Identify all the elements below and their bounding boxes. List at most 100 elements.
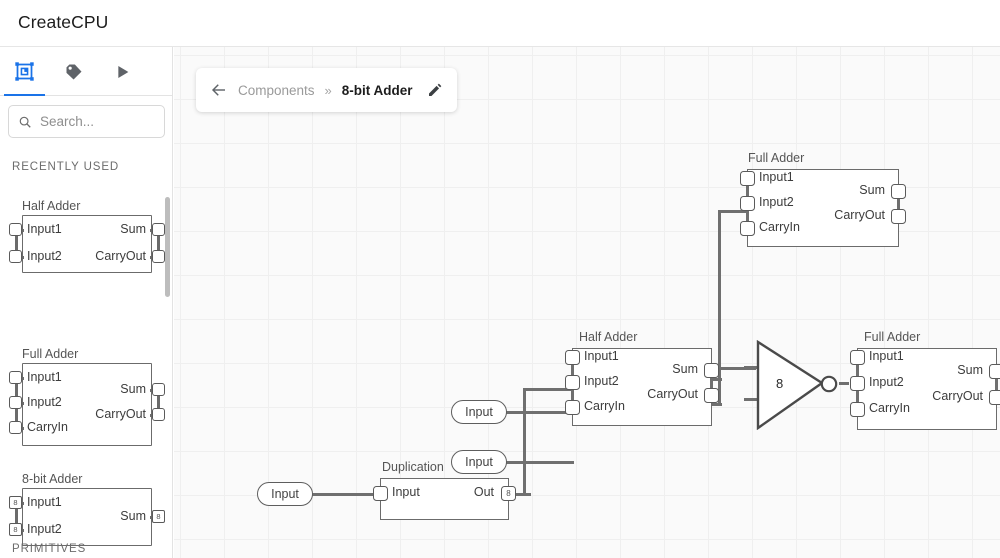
palette-item-title: Half Adder — [22, 199, 81, 213]
palette-pin-carryin[interactable] — [9, 421, 22, 434]
section-heading-recently-used: RECENTLY USED — [12, 161, 120, 173]
search-input[interactable] — [40, 114, 152, 129]
play-icon — [117, 65, 128, 78]
node-pin-label: Input2 — [869, 375, 904, 389]
wire-dup-out — [509, 493, 531, 496]
palette-box: Input1 Input2 Sum CarryOut — [9, 215, 165, 273]
node-title: Full Adder — [748, 151, 805, 165]
node-pin-label: Input2 — [759, 195, 794, 209]
rename-button[interactable] — [427, 82, 443, 98]
node-pin-input1[interactable] — [740, 171, 755, 186]
node-title: Half Adder — [579, 330, 638, 344]
palette-item-full-adder[interactable]: Full Adder Input1 Input2 CarryIn Sum Car… — [8, 347, 165, 446]
palette-pin-carryout[interactable] — [152, 408, 165, 421]
node-pin-label: Input1 — [759, 170, 794, 184]
wire-bus-to-fa-top — [718, 210, 746, 213]
wire-dup-to-input2 — [523, 388, 574, 391]
node-pin-carryin[interactable] — [565, 400, 580, 415]
palette-pin-carryout[interactable] — [152, 250, 165, 263]
pin-stub — [14, 503, 18, 530]
palette-pin-label: Input1 — [27, 495, 62, 509]
palette-pin-label: Sum — [120, 222, 146, 236]
section-heading-primitives: PRIMITIVES — [12, 543, 87, 555]
input-pill-3[interactable]: Input — [257, 482, 313, 506]
node-pin-carryin[interactable] — [740, 221, 755, 236]
node-title: Duplication — [382, 460, 444, 474]
palette-pin-input2[interactable]: 8 — [9, 523, 22, 536]
palette-pin-label: Input2 — [27, 249, 62, 263]
node-pin-label: Sum — [672, 362, 698, 376]
palette-pin-input1[interactable] — [9, 371, 22, 384]
buffer-triangle-icon — [756, 340, 825, 430]
pin-rail-right — [897, 191, 900, 216]
node-pin-label: Sum — [957, 363, 983, 377]
back-button[interactable] — [210, 81, 228, 99]
node-title: Full Adder — [864, 330, 921, 344]
node-box: Input1 Input2 CarryIn Sum CarryOut — [565, 348, 719, 426]
node-pin-carryout[interactable] — [891, 209, 906, 224]
pin-stub — [156, 230, 160, 257]
node-pin-input[interactable] — [373, 486, 388, 501]
palette-pin-input1[interactable] — [9, 223, 22, 236]
palette-pin-input2[interactable] — [9, 250, 22, 263]
breadcrumb-current: 8-bit Adder — [341, 82, 413, 98]
schematic-canvas[interactable]: Components » 8-bit Adder — [174, 47, 1000, 558]
palette-pin-label: CarryIn — [27, 420, 68, 434]
title-bar: CreateCPU — [0, 0, 1000, 47]
node-pin-label: Input1 — [584, 349, 619, 363]
node-pin-carryin[interactable] — [850, 402, 865, 417]
wire-pill3-dup — [308, 493, 380, 496]
buffer-output-stub — [839, 382, 849, 385]
input-pill-1[interactable]: Input — [451, 400, 507, 424]
palette-pin-sum[interactable] — [152, 383, 165, 396]
palette-pin-label: Sum — [120, 382, 146, 396]
palette-pin-label: Input2 — [27, 522, 62, 536]
wire-carryin — [501, 461, 574, 464]
palette-pin-label: Input1 — [27, 370, 62, 384]
palette-box: Input1 Input2 CarryIn Sum CarryOut — [9, 363, 165, 446]
tab-active-indicator — [4, 93, 45, 96]
palette-pin-input1[interactable]: 8 — [9, 496, 22, 509]
tab-components[interactable] — [0, 47, 49, 96]
wire-vertical-bus — [718, 210, 721, 406]
pin-stub — [156, 390, 160, 415]
node-pin-carryout[interactable] — [989, 390, 1000, 405]
palette-pin-sum[interactable]: 8 — [152, 510, 165, 523]
components-icon — [15, 62, 34, 81]
node-pin-input2[interactable] — [740, 196, 755, 211]
node-box: 8 Input Out — [373, 478, 516, 520]
app-title: CreateCPU — [18, 12, 109, 32]
node-pin-label: CarryIn — [869, 401, 910, 415]
sidebar-scrollbar[interactable] — [165, 197, 170, 297]
breadcrumb-root[interactable]: Components — [238, 82, 315, 98]
tab-run[interactable] — [98, 47, 147, 96]
palette-pin-sum[interactable] — [152, 223, 165, 236]
node-pin-sum[interactable] — [891, 184, 906, 199]
node-pin-label: CarryOut — [647, 387, 698, 401]
tab-labels[interactable] — [49, 47, 98, 96]
node-pin-out[interactable]: 8 — [501, 486, 516, 501]
buffer-input-stub-bottom — [744, 398, 758, 401]
palette-item-8bit-adder[interactable]: 8-bit Adder 8 8 8 Input1 Input2 Sum — [8, 472, 165, 546]
node-pin-sum[interactable] — [704, 363, 719, 378]
breadcrumb-separator: » — [324, 82, 332, 98]
node-pin-label: CarryIn — [759, 220, 800, 234]
node-pin-label: Sum — [859, 183, 885, 197]
node-pin-carryout[interactable] — [704, 388, 719, 403]
input-pill-2[interactable]: Input — [451, 450, 507, 474]
palette-box: 8 8 8 Input1 Input2 Sum — [9, 488, 165, 546]
node-pin-input2[interactable] — [850, 376, 865, 391]
sidebar: RECENTLY USED Half Adder Input1 Input2 S… — [0, 47, 173, 558]
node-pin-input1[interactable] — [565, 350, 580, 365]
buffer-output-bubble-icon[interactable] — [818, 373, 840, 395]
palette-item-half-adder[interactable]: Half Adder Input1 Input2 Sum CarryOut — [8, 199, 165, 273]
node-pin-input1[interactable] — [850, 350, 865, 365]
node-pin-sum[interactable] — [989, 364, 1000, 379]
pin-stub — [14, 230, 18, 257]
node-pin-label: CarryOut — [932, 389, 983, 403]
search-box[interactable] — [8, 105, 165, 138]
wire-dup-branch-v — [523, 389, 526, 496]
palette-pin-input2[interactable] — [9, 396, 22, 409]
node-pin-input2[interactable] — [565, 375, 580, 390]
breadcrumb: Components » 8-bit Adder — [196, 68, 457, 112]
